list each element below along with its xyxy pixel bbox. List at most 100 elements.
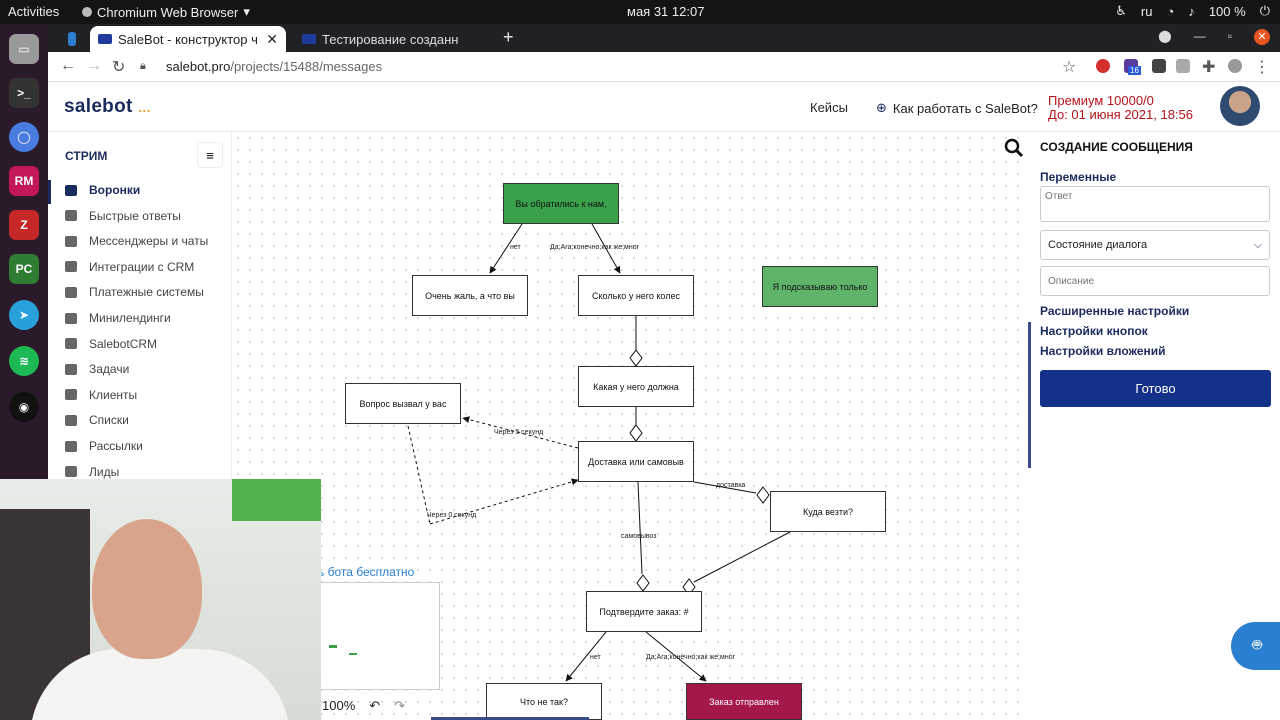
pycharm-icon[interactable]: PC <box>9 254 39 284</box>
panel-scrollbar[interactable] <box>1028 322 1031 468</box>
flow-node[interactable]: Сколько у него колес <box>578 275 694 316</box>
accessibility-icon[interactable]: ♿ <box>1115 3 1127 18</box>
canvas-minimap[interactable] <box>320 582 440 690</box>
sidebar-item[interactable]: Воронки <box>65 180 140 200</box>
telegram-icon[interactable]: ➤ <box>9 300 39 330</box>
sidebar-item[interactable]: Платежные системы <box>65 282 204 302</box>
chromium-dock-icon[interactable]: ◯ <box>9 122 39 152</box>
flow-edge[interactable] <box>565 631 607 682</box>
system-tray[interactable]: ♿ ru ◔ ♪ 100 % ⏻ <box>1115 3 1270 19</box>
sidebar-item[interactable]: Мессенджеры и чаты <box>65 231 208 251</box>
flow-edge[interactable] <box>489 223 523 274</box>
tab-title: SaleBot - конструктор ч <box>118 31 258 47</box>
sidebar-item-label: Задачи <box>89 362 130 377</box>
extensions-puzzle-icon[interactable]: ✚ <box>1202 59 1216 76</box>
flow-edge[interactable] <box>637 481 643 575</box>
chevron-down-icon: ▾ <box>243 4 250 19</box>
description-field[interactable] <box>1040 266 1270 296</box>
flow-edge[interactable] <box>462 416 579 449</box>
app-menu[interactable]: Chromium Web Browser ▾ <box>82 4 250 20</box>
flow-node[interactable]: Какая у него должна <box>578 366 694 407</box>
extension-icon[interactable] <box>1152 59 1166 73</box>
flow-node[interactable]: Вопрос вызвал у вас <box>345 383 461 424</box>
answer-field[interactable] <box>1040 186 1270 222</box>
canvas-scrollbar[interactable] <box>431 717 589 720</box>
menu-toggle-icon[interactable]: ≡ <box>197 142 223 168</box>
flow-node[interactable]: Вы обратились к нам, <box>503 183 619 224</box>
attachment-settings-link[interactable]: Настройки вложений <box>1040 344 1166 358</box>
sidebar-item[interactable]: Клиенты <box>65 385 137 405</box>
rubymine-icon[interactable]: RM <box>9 166 39 196</box>
flow-node[interactable]: Подтвердите заказ: # <box>586 591 702 632</box>
dialog-state-select[interactable]: Состояние диалога ⌵ <box>1040 230 1270 260</box>
lock-icon[interactable]: 🔒︎ <box>140 60 146 72</box>
url-field[interactable]: salebot.pro/projects/15488/messages <box>166 59 382 74</box>
premium-status[interactable]: Премиум 10000/0 До: 01 июня 2021, 18:56 <box>1048 94 1193 122</box>
howto-link[interactable]: ⊕ Как работать с SaleBot? <box>876 100 1038 116</box>
sidebar-item-icon <box>65 210 77 222</box>
language-indicator[interactable]: ru <box>1140 3 1153 19</box>
shield-extension-icon[interactable] <box>1176 59 1190 73</box>
profile-icon[interactable] <box>1228 59 1242 73</box>
flow-edge[interactable] <box>693 481 757 494</box>
new-tab-button[interactable]: + <box>503 27 514 47</box>
close-window-icon[interactable]: ✕ <box>1254 29 1270 45</box>
flow-node[interactable]: Доставка или самовыв <box>578 441 694 482</box>
bot-chat-icon[interactable]: 🤖︎ <box>1231 622 1280 670</box>
spotify-icon[interactable]: ≋ <box>9 346 39 376</box>
sidebar-item[interactable]: Задачи <box>65 359 129 379</box>
bookmark-star-icon[interactable]: ☆ <box>1062 59 1077 76</box>
maximize-icon[interactable]: ▫ <box>1227 29 1232 43</box>
terminal-icon[interactable]: >_ <box>9 78 39 108</box>
flow-node[interactable]: Очень жаль, а что вы <box>412 275 528 316</box>
activities-button[interactable]: Activities <box>8 4 60 19</box>
variables-link[interactable]: Переменные <box>1040 170 1117 184</box>
filezilla-icon[interactable]: Z <box>9 210 39 240</box>
sidebar-item[interactable]: Быстрые ответы <box>65 206 181 226</box>
tab-salebot[interactable]: SaleBot - конструктор ч ✕ <box>90 26 286 52</box>
power-icon[interactable]: ⏻ <box>1259 3 1270 18</box>
obs-icon[interactable]: ◉ <box>9 392 39 422</box>
flow-node[interactable]: Заказ отправлен <box>686 683 802 720</box>
avatar[interactable] <box>1220 86 1260 126</box>
chromium-icon <box>82 7 92 17</box>
funnel-canvas[interactable]: Вы обратились к нам, Очень жаль, а что вы… <box>232 132 1028 720</box>
flow-edge[interactable] <box>429 478 579 525</box>
sidebar-item[interactable]: Списки <box>65 410 129 430</box>
minimize-icon[interactable]: — <box>1193 29 1206 43</box>
forward-icon[interactable]: → <box>86 57 102 74</box>
address-bar: ← → ↻ 🔒︎ salebot.pro/projects/15488/mess… <box>48 52 1280 82</box>
edge-label: Через 5 секунд <box>494 429 544 436</box>
close-tab-icon[interactable]: ✕ <box>266 30 278 47</box>
advanced-settings-link[interactable]: Расширенные настройки <box>1040 304 1190 318</box>
back-icon[interactable]: ← <box>60 57 76 74</box>
sidebar-item[interactable]: Лиды <box>65 462 119 482</box>
sidebar-item[interactable]: SalebotCRM <box>65 334 157 354</box>
clock[interactable]: мая 31 12:07 <box>627 4 705 19</box>
sidebar-item[interactable]: Рассылки <box>65 436 143 456</box>
flow-node[interactable]: Что не так? <box>486 683 602 720</box>
flow-node[interactable]: Куда везти? <box>770 491 886 532</box>
flow-edge[interactable] <box>645 631 707 682</box>
flow-edge[interactable] <box>591 223 621 274</box>
opera-extension-icon[interactable] <box>1096 59 1110 73</box>
salebot-logo[interactable]: salebot ... <box>64 96 151 118</box>
done-button[interactable]: Готово <box>1040 370 1271 407</box>
trello-icon[interactable] <box>60 26 84 52</box>
flow-edge[interactable] <box>407 425 431 525</box>
cases-link[interactable]: Кейсы <box>810 100 848 115</box>
button-settings-link[interactable]: Настройки кнопок <box>1040 324 1148 338</box>
undo-icon[interactable]: ↶ <box>369 698 381 713</box>
redo-icon[interactable]: ↷ <box>394 698 406 713</box>
flow-edge[interactable] <box>693 531 791 583</box>
files-icon[interactable]: ▭ <box>9 34 39 64</box>
search-icon[interactable] <box>1004 138 1024 158</box>
tab-testing[interactable]: Тестирование созданн <box>294 26 494 52</box>
browser-menu-icon[interactable]: ⋮ <box>1254 59 1270 76</box>
sidebar-item[interactable]: Минилендинги <box>65 308 171 328</box>
free-bot-link[interactable]: ь бота бесплатно <box>318 565 415 579</box>
tab-search-icon[interactable]: ⬤ <box>1158 29 1172 43</box>
flow-node[interactable]: Я подсказываю только <box>762 266 878 307</box>
reload-icon[interactable]: ↻ <box>112 59 126 76</box>
sidebar-item[interactable]: Интеграции с CRM <box>65 257 194 277</box>
